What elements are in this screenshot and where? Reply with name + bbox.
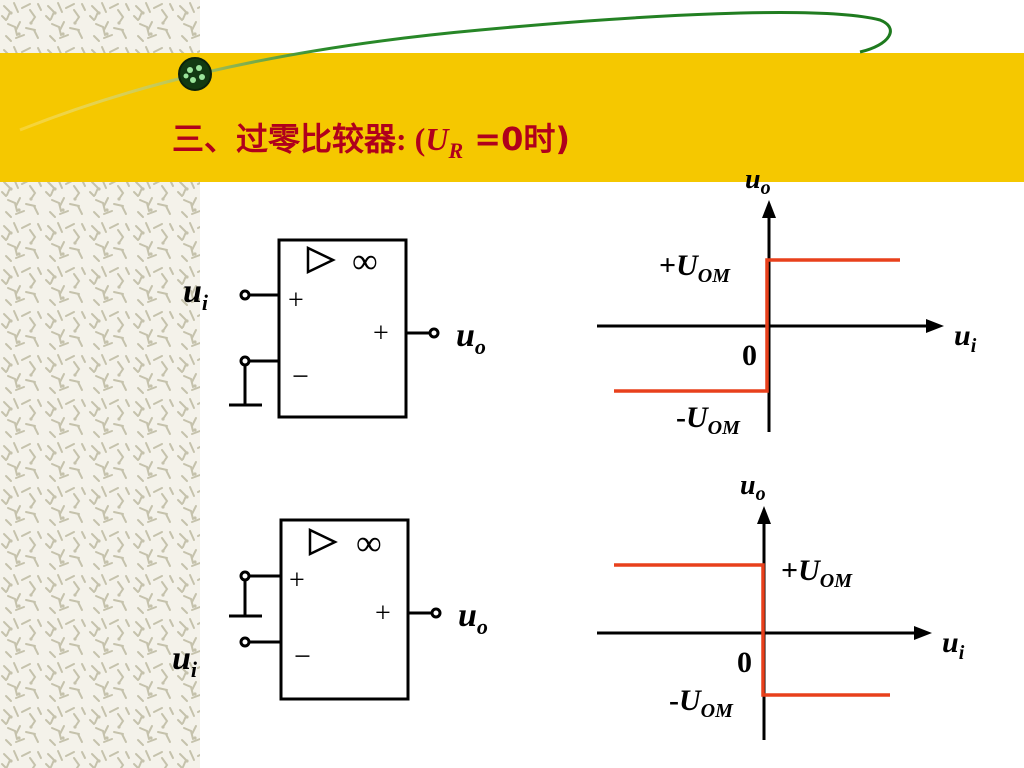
amplifier-triangle-icon (306, 246, 336, 274)
x-axis-arrow-icon (914, 626, 932, 640)
plus-output-label: + (373, 318, 389, 349)
transfer-curve (614, 258, 900, 393)
op-amp-box (279, 518, 410, 701)
title-banner (0, 53, 1024, 182)
transfer-graph-2 (597, 506, 932, 740)
transfer-graph-1 (597, 200, 944, 432)
swoosh-ornament (19, 11, 892, 132)
y-axis-label: uo (745, 164, 771, 199)
negative-saturation-label: -UOM (676, 401, 741, 439)
op-amp-box (277, 238, 408, 419)
plus-input-label: + (288, 285, 304, 316)
y-axis-arrow-icon (762, 200, 776, 218)
ground-terminal (239, 355, 251, 367)
output-label: uo (458, 597, 488, 639)
origin-label: 0 (742, 339, 757, 372)
input-label: ui (183, 273, 209, 315)
positive-saturation-label: +UOM (781, 554, 853, 592)
x-axis-label: ui (942, 626, 965, 664)
transfer-curve (614, 563, 890, 697)
input-label: ui (172, 640, 198, 682)
y-axis-label: uo (740, 470, 766, 505)
x-axis-arrow-icon (926, 319, 944, 333)
x-axis-label: ui (954, 319, 977, 357)
infinity-symbol: ∞ (356, 523, 382, 563)
plus-output-label: + (375, 598, 391, 629)
output-terminal (430, 607, 442, 619)
minus-input-label: − (292, 360, 309, 393)
ground-terminal (239, 570, 251, 582)
output-label: uo (456, 317, 486, 359)
plus-input-label: + (289, 565, 305, 596)
page-title: 三、过零比较器:(UR =0时) (172, 120, 570, 163)
output-terminal (428, 327, 440, 339)
op-amp-circuit-1 (229, 238, 440, 419)
minus-input-label: − (294, 640, 311, 673)
input-terminal (239, 636, 251, 648)
bead-ornament (178, 57, 212, 91)
amplifier-triangle-icon (308, 528, 338, 556)
infinity-symbol: ∞ (352, 241, 378, 281)
origin-label: 0 (737, 646, 752, 679)
y-axis-arrow-icon (757, 506, 771, 524)
op-amp-circuit-2 (229, 518, 442, 701)
negative-saturation-label: -UOM (669, 684, 734, 722)
positive-saturation-label: +UOM (659, 249, 731, 287)
input-terminal (239, 289, 251, 301)
